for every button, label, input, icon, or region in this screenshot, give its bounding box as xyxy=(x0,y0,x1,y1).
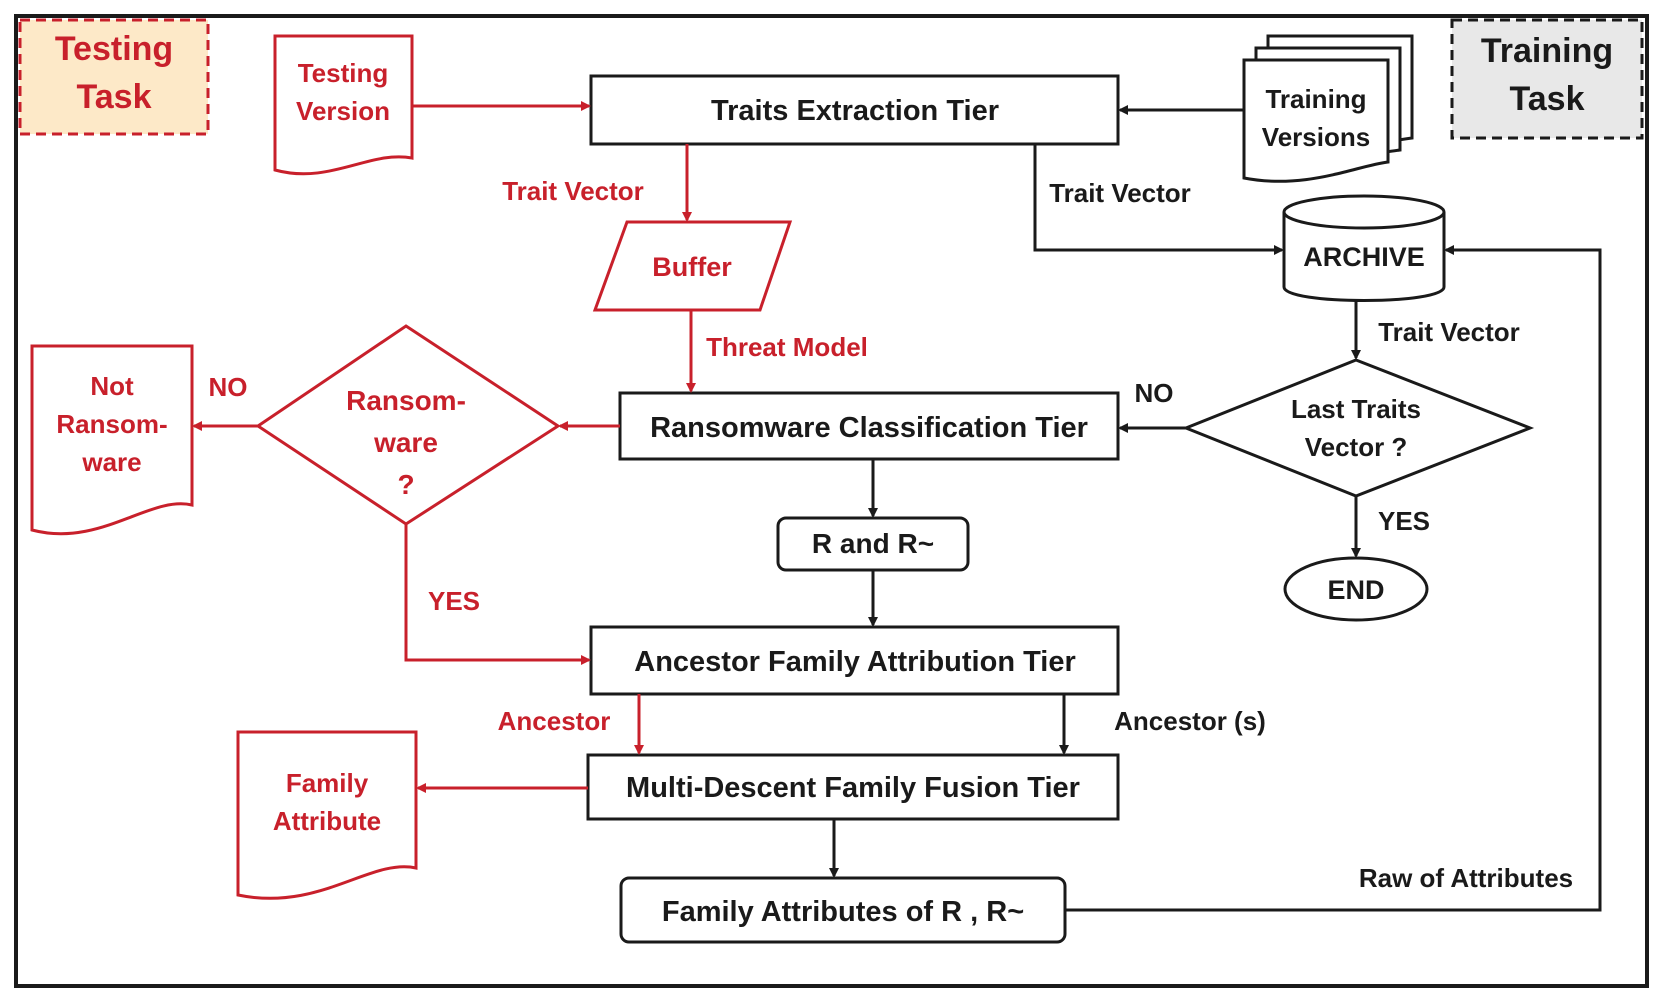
ancestor-family-attribution-tier-box: Ancestor Family Attribution Tier xyxy=(589,625,1120,696)
training-task-label: Training Task xyxy=(1450,18,1644,140)
family-attribute-document: Family Attribute xyxy=(236,730,418,900)
traits-extraction-tier-box: Traits Extraction Tier xyxy=(589,74,1120,146)
r-and-r-label: R and R~ xyxy=(812,528,934,559)
label-threat-model: Threat Model xyxy=(706,332,868,362)
training-versions-documents: Training Versions xyxy=(1242,34,1414,183)
training-task-line1: Training xyxy=(1481,32,1613,70)
ransomware-classification-tier-label: Ransomware Classification Tier xyxy=(650,412,1088,444)
ransomware-classification-tier-box: Ransomware Classification Tier xyxy=(618,391,1120,461)
label-trait-vector-top: Trait Vector xyxy=(1049,178,1191,208)
label-trait-vector-archive: Trait Vector xyxy=(1378,317,1520,347)
testing-version-line2: Version xyxy=(296,96,390,126)
testing-version-line1: Testing xyxy=(298,58,389,88)
ransomware-decision-line1: Ransom- xyxy=(346,385,466,416)
not-ransomware-line1: Not xyxy=(90,371,134,401)
last-traits-line1: Last Traits xyxy=(1291,394,1421,424)
testing-task-line2: Task xyxy=(77,78,152,116)
family-attributes-box: Family Attributes of R , R~ xyxy=(619,876,1067,944)
not-ransomware-line3: ware xyxy=(81,447,141,477)
label-no-left: NO xyxy=(209,372,248,402)
arrow-family-attributes-feedback-to-archive xyxy=(1065,245,1602,912)
testing-task-label: Testing Task xyxy=(18,18,210,136)
buffer-label: Buffer xyxy=(652,252,732,282)
end-label: END xyxy=(1327,575,1384,605)
multi-descent-family-fusion-tier-label: Multi-Descent Family Fusion Tier xyxy=(626,772,1080,804)
training-versions-line1: Training xyxy=(1265,84,1366,114)
training-versions-line2: Versions xyxy=(1262,122,1370,152)
label-ancestor: Ancestor xyxy=(498,706,611,736)
testing-task-line1: Testing xyxy=(55,30,173,68)
label-trait-vector-red: Trait Vector xyxy=(502,176,644,206)
not-ransomware-document: Not Ransom- ware xyxy=(30,344,194,536)
arrow-traits-extraction-to-archive xyxy=(1033,144,1284,255)
buffer-parallelogram: Buffer xyxy=(592,220,793,312)
training-task-line2: Task xyxy=(1510,80,1585,118)
r-and-r-box: R and R~ xyxy=(776,516,970,572)
testing-version-document: Testing Version xyxy=(273,34,414,176)
multi-descent-family-fusion-tier-box: Multi-Descent Family Fusion Tier xyxy=(586,753,1120,821)
ancestor-family-attribution-tier-label: Ancestor Family Attribution Tier xyxy=(634,646,1076,678)
last-traits-line2: Vector ? xyxy=(1305,432,1408,462)
label-no-right: NO xyxy=(1135,378,1174,408)
ransomware-decision-line2: ware xyxy=(373,427,438,458)
label-yes-right: YES xyxy=(1378,506,1430,536)
outer-frame xyxy=(14,14,1649,988)
arrow-decision-yes-to-ancestor-tier xyxy=(404,524,591,665)
last-traits-vector-decision-diamond: Last Traits Vector ? xyxy=(1181,358,1535,498)
family-attribute-line2: Attribute xyxy=(273,806,381,836)
family-attribute-line1: Family xyxy=(286,768,369,798)
ransomware-decision-diamond: Ransom- ware ? xyxy=(255,324,561,526)
label-ancestors: Ancestor (s) xyxy=(1114,706,1266,736)
archive-database: ARCHIVE xyxy=(1282,194,1446,302)
end-terminator: END xyxy=(1283,556,1429,622)
family-attributes-label: Family Attributes of R , R~ xyxy=(662,896,1024,928)
not-ransomware-line2: Ransom- xyxy=(56,409,167,439)
traits-extraction-tier-label: Traits Extraction Tier xyxy=(711,95,999,127)
label-raw-of-attributes: Raw of Attributes xyxy=(1359,863,1573,893)
label-yes-left: YES xyxy=(428,586,480,616)
archive-label: ARCHIVE xyxy=(1303,242,1425,272)
ransomware-decision-line3: ? xyxy=(397,469,414,500)
